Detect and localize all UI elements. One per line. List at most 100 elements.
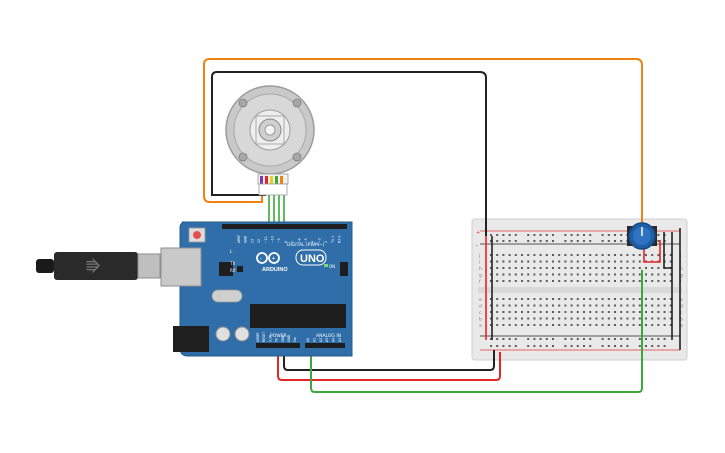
breadboard-hole[interactable]	[514, 304, 517, 307]
breadboard-hole[interactable]	[521, 267, 523, 269]
breadboard-hole[interactable]	[607, 317, 610, 320]
breadboard-hole[interactable]	[645, 338, 647, 340]
breadboard-hole[interactable]	[508, 260, 511, 263]
breadboard-hole[interactable]	[502, 338, 505, 340]
breadboard-hole[interactable]	[496, 317, 499, 320]
breadboard-hole[interactable]	[576, 280, 579, 282]
breadboard-hole[interactable]	[564, 311, 567, 313]
breadboard-hole[interactable]	[502, 311, 505, 313]
breadboard-hole[interactable]	[490, 234, 492, 236]
wire-orange[interactable]	[203, 58, 643, 224]
wire-black-top[interactable]	[211, 71, 487, 236]
breadboard-hole[interactable]	[620, 234, 623, 236]
breadboard-hole[interactable]	[490, 267, 492, 269]
breadboard-hole[interactable]	[614, 234, 616, 236]
breadboard-hole[interactable]	[638, 298, 641, 300]
wire-red-5v[interactable]	[277, 340, 501, 381]
breadboard-hole[interactable]	[651, 317, 654, 320]
breadboard-hole[interactable]	[521, 254, 523, 256]
breadboard-hole[interactable]	[614, 254, 616, 256]
breadboard-hole[interactable]	[601, 324, 604, 326]
breadboard-hole[interactable]	[607, 260, 610, 263]
breadboard-hole[interactable]	[601, 338, 604, 340]
breadboard-hole[interactable]	[614, 273, 616, 276]
breadboard-hole[interactable]	[539, 254, 542, 256]
breadboard-hole[interactable]	[620, 273, 623, 276]
breadboard-hole[interactable]	[589, 345, 592, 347]
breadboard-hole[interactable]	[545, 338, 548, 340]
breadboard-hole[interactable]	[539, 311, 542, 313]
breadboard-hole[interactable]	[601, 345, 604, 347]
breadboard-hole[interactable]	[595, 267, 598, 269]
breadboard-hole[interactable]	[527, 338, 530, 340]
breadboard-hole[interactable]	[657, 240, 660, 242]
breadboard-hole[interactable]	[669, 311, 672, 313]
breadboard-hole[interactable]	[496, 267, 499, 269]
breadboard-hole[interactable]	[490, 280, 492, 282]
breadboard-hole[interactable]	[669, 304, 672, 307]
breadboard-hole[interactable]	[651, 311, 654, 313]
breadboard-hole[interactable]	[527, 234, 530, 236]
breadboard-hole[interactable]	[589, 234, 592, 236]
breadboard-hole[interactable]	[502, 317, 505, 320]
breadboard-hole[interactable]	[564, 280, 567, 282]
breadboard-hole[interactable]	[601, 240, 604, 242]
breadboard-hole[interactable]	[651, 298, 654, 300]
breadboard-hole[interactable]	[589, 260, 592, 263]
breadboard-hole[interactable]	[533, 311, 536, 313]
breadboard-hole[interactable]	[632, 254, 635, 256]
breadboard-hole[interactable]	[589, 280, 592, 282]
breadboard-hole[interactable]	[545, 317, 548, 320]
breadboard-hole[interactable]	[601, 311, 604, 313]
breadboard-hole[interactable]	[583, 234, 585, 236]
breadboard-hole[interactable]	[496, 234, 499, 236]
breadboard-hole[interactable]	[545, 254, 548, 256]
breadboard-hole[interactable]	[508, 338, 511, 340]
breadboard-hole[interactable]	[514, 324, 517, 326]
breadboard-hole[interactable]	[601, 260, 604, 263]
breadboard-hole[interactable]	[564, 304, 567, 307]
breadboard-hole[interactable]	[508, 280, 511, 282]
breadboard-hole[interactable]	[589, 324, 592, 326]
breadboard-hole[interactable]	[539, 304, 542, 307]
breadboard-hole[interactable]	[514, 338, 517, 340]
breadboard-hole[interactable]	[533, 260, 536, 263]
breadboard-hole[interactable]	[533, 254, 536, 256]
breadboard-hole[interactable]	[508, 254, 511, 256]
breadboard-hole[interactable]	[583, 304, 585, 307]
breadboard-hole[interactable]	[496, 311, 499, 313]
breadboard-hole[interactable]	[632, 317, 635, 320]
breadboard-hole[interactable]	[502, 254, 505, 256]
breadboard-hole[interactable]	[614, 240, 616, 242]
breadboard-hole[interactable]	[521, 280, 523, 282]
breadboard-hole[interactable]	[539, 273, 542, 276]
breadboard-hole[interactable]	[626, 311, 629, 313]
breadboard-hole[interactable]	[583, 240, 585, 242]
breadboard-hole[interactable]	[570, 280, 573, 282]
reset-button-cap[interactable]	[193, 231, 201, 239]
breadboard-hole[interactable]	[496, 273, 499, 276]
breadboard-hole[interactable]	[595, 298, 598, 300]
breadboard-hole[interactable]	[490, 240, 492, 242]
breadboard-hole[interactable]	[595, 273, 598, 276]
breadboard-hole[interactable]	[533, 240, 536, 242]
breadboard-hole[interactable]	[570, 311, 573, 313]
breadboard-hole[interactable]	[663, 338, 666, 340]
breadboard-hole[interactable]	[496, 345, 499, 347]
breadboard-hole[interactable]	[545, 240, 548, 242]
breadboard-hole[interactable]	[490, 324, 492, 326]
breadboard-hole[interactable]	[607, 273, 610, 276]
breadboard-hole[interactable]	[508, 304, 511, 307]
breadboard-hole[interactable]	[607, 254, 610, 256]
breadboard-hole[interactable]	[521, 324, 523, 326]
breadboard-hole[interactable]	[533, 324, 536, 326]
breadboard-hole[interactable]	[502, 304, 505, 307]
breadboard-hole[interactable]	[663, 273, 666, 276]
breadboard-hole[interactable]	[645, 298, 647, 300]
breadboard-hole[interactable]	[502, 260, 505, 263]
breadboard-hole[interactable]	[583, 298, 585, 300]
breadboard-hole[interactable]	[521, 311, 523, 313]
breadboard-hole[interactable]	[570, 345, 573, 347]
breadboard-hole[interactable]	[620, 260, 623, 263]
breadboard-hole[interactable]	[514, 345, 517, 347]
